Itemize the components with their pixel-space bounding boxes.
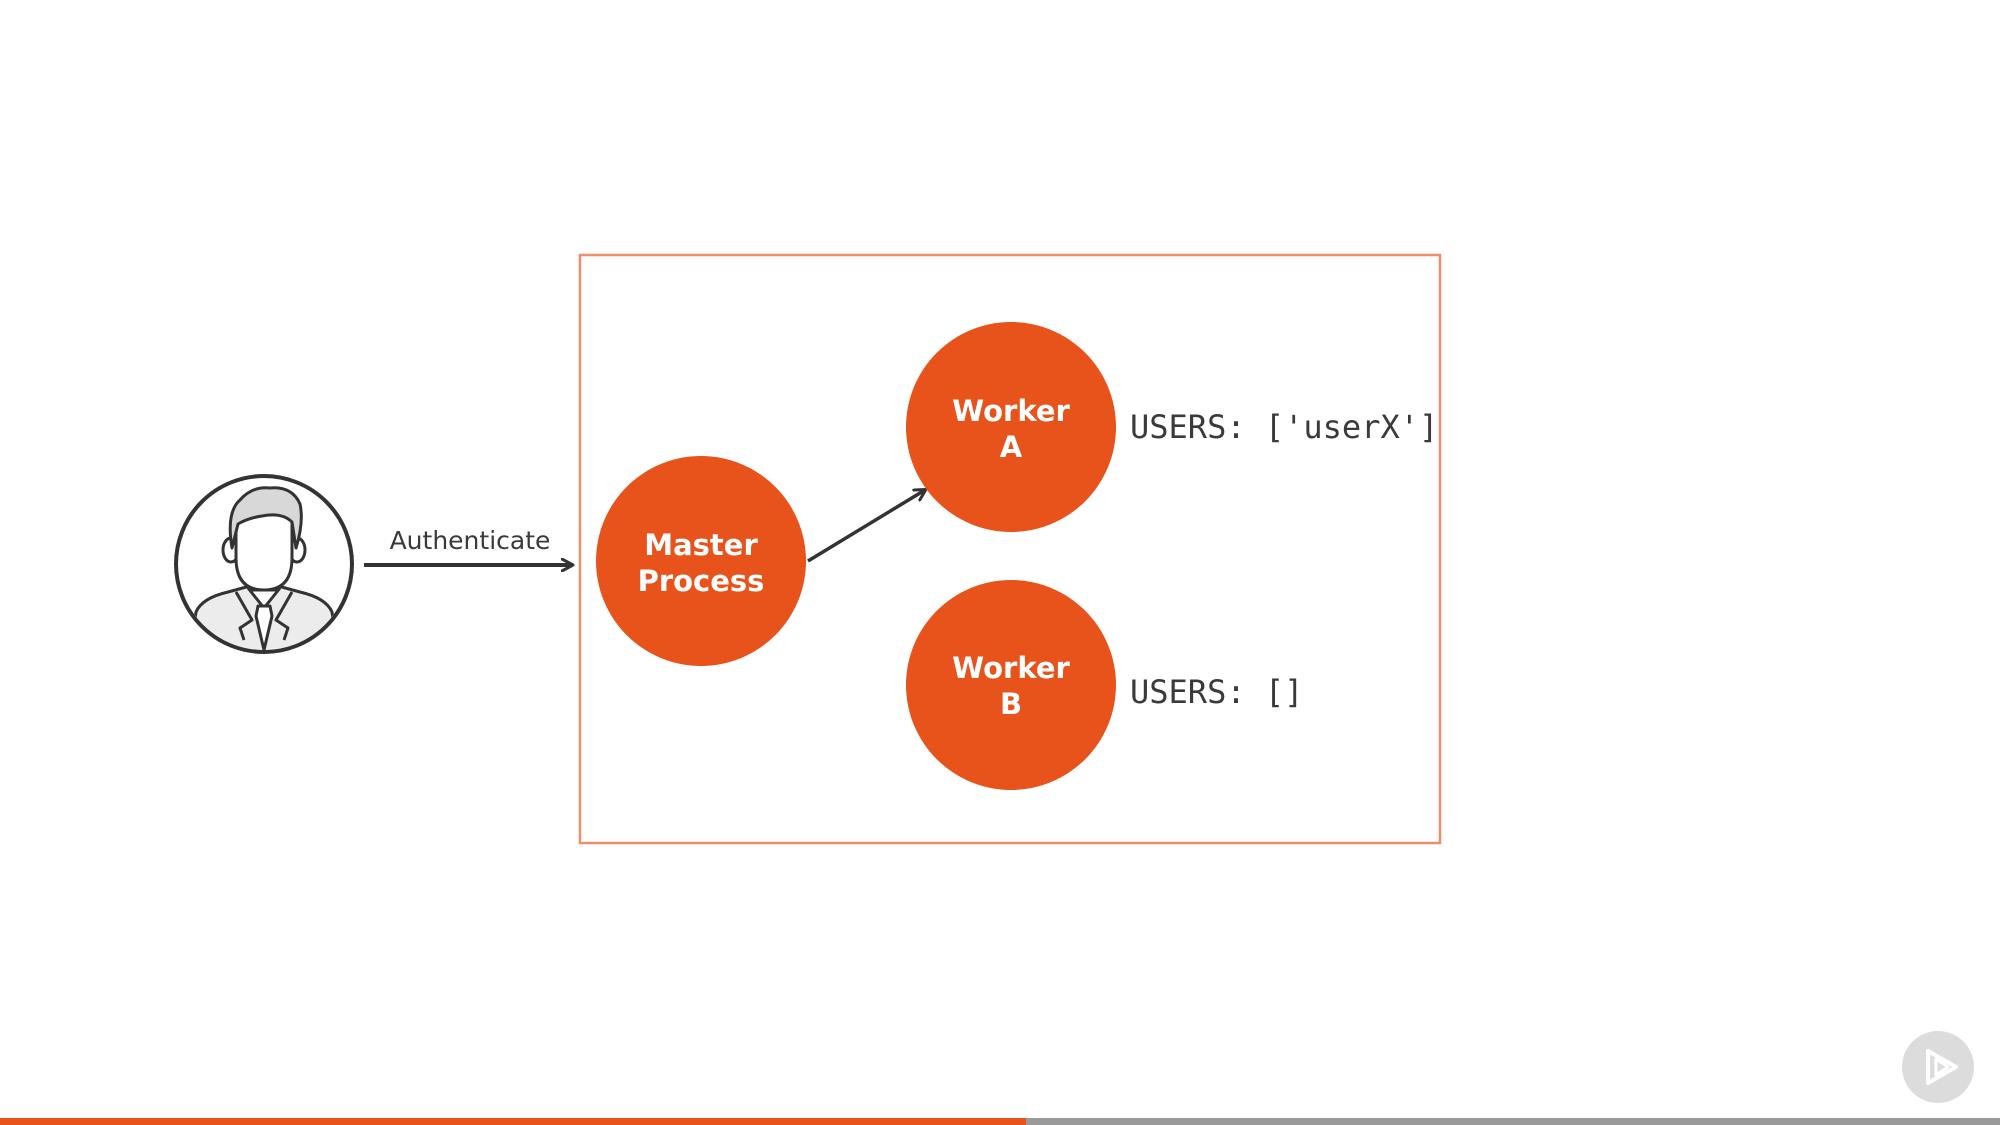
master-process-label-line1: Master [644,528,758,562]
progress-bar[interactable] [0,1118,2000,1125]
master-process-label-line2: Process [638,564,765,598]
progress-bar-fill [0,1118,1026,1125]
authenticate-label: Authenticate [390,526,551,555]
worker-b-label-line2: B [1000,687,1022,721]
worker-b-node: Worker B [906,580,1116,790]
worker-a-label-line1: Worker [952,394,1070,428]
play-icon [1926,1049,1958,1085]
worker-b-users-state: USERS: [] [1130,673,1303,711]
worker-a-label-line2: A [1000,430,1023,464]
master-process-node: Master Process [596,456,806,666]
worker-b-label-line1: Worker [952,651,1070,685]
user-avatar-icon [174,474,354,654]
worker-a-users-state: USERS: ['userX'] [1130,408,1438,446]
worker-a-node: Worker A [906,322,1116,532]
master-to-worker-a-arrow [807,490,925,563]
play-button[interactable] [1902,1031,1974,1103]
server-container [578,253,1442,845]
